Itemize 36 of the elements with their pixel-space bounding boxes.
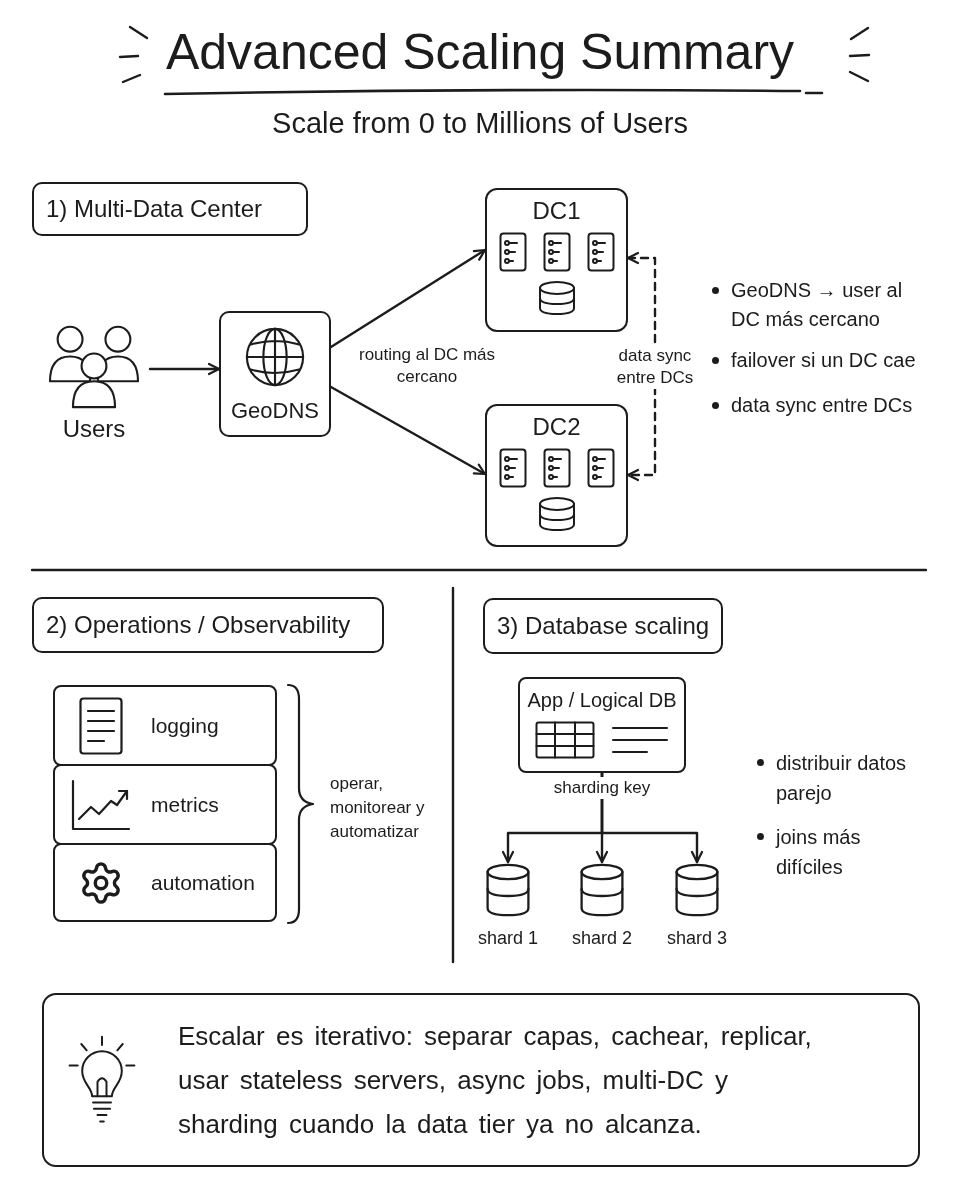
node-label: Escalar es iterativo: separar capas, cachear, replicar, usar stateless servers, async jobs, multi-DC y sharding cuando la data tier ya no alcanza. <box>178 1020 813 1141</box>
node-label: DC2 <box>532 414 581 440</box>
database-box <box>518 677 686 773</box>
bullet-text: distribuir datos parejo <box>776 751 908 806</box>
list-row-box <box>53 764 277 845</box>
arrow <box>600 771 704 864</box>
node-label: shard 2 <box>571 927 632 950</box>
section-heading: 3) Database scaling <box>483 598 723 654</box>
note-box <box>42 993 920 1167</box>
datacenter-box <box>485 188 628 332</box>
node-label: shard 1 <box>477 927 538 950</box>
subtitle: Scale from 0 to Millions of Users <box>271 106 689 141</box>
node-label: App / Logical DB <box>527 688 677 713</box>
section-heading: 2) Operations / Observability <box>32 597 384 653</box>
node-label: metrics <box>151 791 219 818</box>
datacenter-box <box>485 404 628 547</box>
list-row-box <box>53 843 277 922</box>
node-label: logging <box>151 712 219 739</box>
bullet-text: failover si un DC cae <box>731 348 917 373</box>
process-box <box>219 311 331 437</box>
annotation-text: routing al DC más cercano <box>357 344 497 388</box>
annotation-text: operar, monitorear y automatizar <box>330 773 426 843</box>
page-title: Advanced Scaling Summary <box>164 23 796 82</box>
arrow <box>329 385 487 476</box>
node-label: Users <box>62 414 126 444</box>
section-heading: 1) Multi-Data Center <box>32 182 308 236</box>
bullet-text: joins más difíciles <box>776 825 862 880</box>
node-label: GeoDNS <box>230 400 319 422</box>
arrow <box>329 248 487 349</box>
node-label: automation <box>151 869 255 896</box>
node-label: shard 3 <box>666 927 727 950</box>
bullet-text: data sync entre DCs <box>731 393 914 418</box>
list-row-box <box>53 685 277 766</box>
arrow <box>148 362 221 376</box>
bullet-text: GeoDNS → user al DC más cercano <box>731 278 904 332</box>
node-label: DC1 <box>532 198 581 224</box>
